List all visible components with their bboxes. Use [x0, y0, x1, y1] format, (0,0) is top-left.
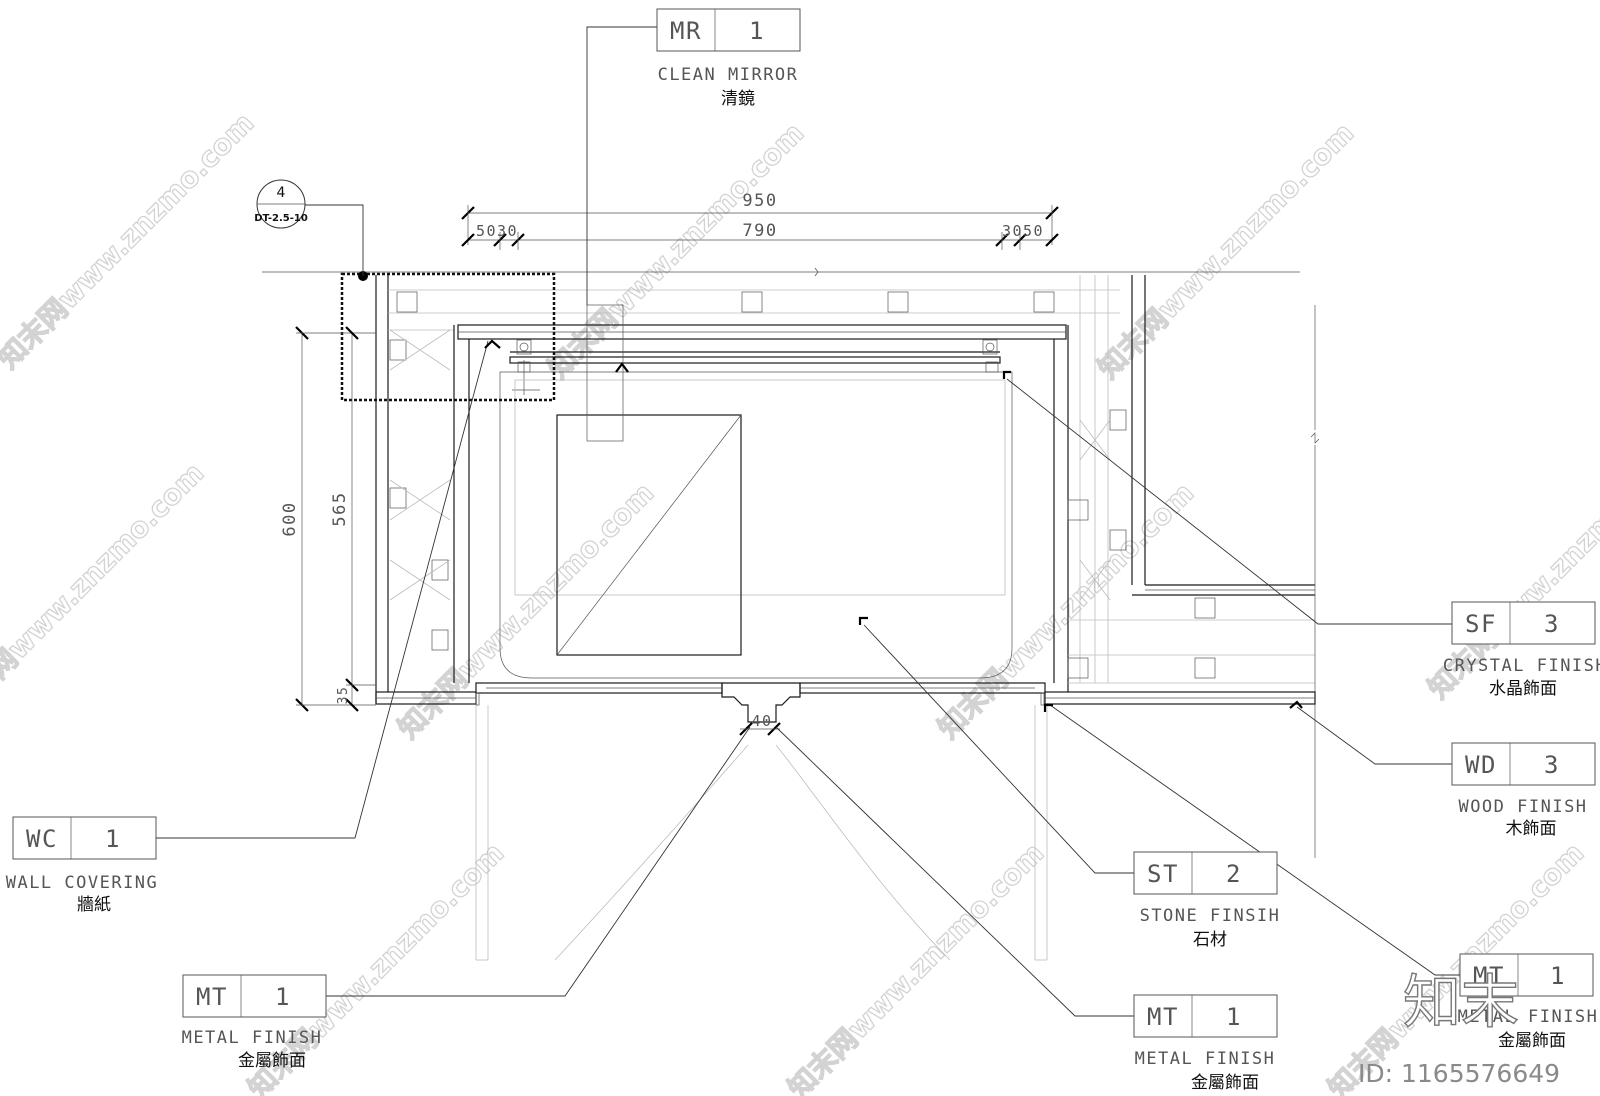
tag-code: MT — [1473, 962, 1505, 990]
watermark-text: 知末网www.znzmo.com — [782, 836, 1051, 1096]
watermark-text: 知末网www.znzmo.com — [0, 456, 210, 725]
tag-wc: WC 1 WALL COVERING 牆紙 — [6, 816, 159, 915]
tag-number: 1 — [105, 825, 121, 853]
tag-label-en: CLEAN MIRROR — [658, 65, 799, 85]
tag-code: ST — [1147, 860, 1179, 888]
tag-label-cn: 木飾面 — [1506, 819, 1557, 839]
tag-code: SF — [1465, 610, 1497, 638]
tag-label-en: CRYSTAL FINISH — [1443, 656, 1600, 676]
tile-grid — [389, 291, 1216, 679]
tag-number: 3 — [1544, 610, 1560, 638]
watermark-text: 知末网www.znzmo.com — [0, 106, 260, 375]
tag-label-cn: 金屬飾面 — [1498, 1031, 1566, 1051]
tag-label-en: METAL FINISH — [1458, 1007, 1599, 1027]
dim-left-offset: 5030 — [476, 222, 518, 240]
tag-label-cn: 石材 — [1193, 930, 1227, 950]
tag-number: 2 — [1226, 860, 1242, 888]
tag-code: MR — [670, 17, 702, 45]
tag-label-en: STONE FINSIH — [1140, 906, 1281, 926]
mirror-panel — [499, 304, 1013, 679]
dim-height-total: 600 — [280, 501, 300, 536]
dimension-left: 600 565 35 — [280, 326, 376, 712]
detail-callout: 4 DT-2.5-10 — [254, 179, 556, 402]
dim-right-offset: 3050 — [1002, 222, 1044, 240]
watermark-text: 知末网www.znzmo.com — [542, 116, 811, 385]
tag-label-en: WALL COVERING — [6, 873, 159, 893]
tag-mt-center: MT 1 METAL FINISH 金屬飾面 — [1133, 994, 1278, 1093]
dim-height-inner: 565 — [330, 491, 350, 526]
tag-st: ST 2 STONE FINSIH 石材 — [1133, 851, 1281, 950]
dimension-top: 950 5030 790 3050 — [461, 191, 1059, 250]
mirror-rail — [509, 339, 1001, 395]
watermark-text: 知末网www.znzmo.com — [392, 476, 661, 745]
dim-height-bottom: 35 — [336, 686, 351, 705]
tag-label-cn: 牆紙 — [77, 895, 111, 915]
tag-number: 1 — [275, 983, 291, 1011]
dim-overall-width: 950 — [742, 191, 777, 211]
dim-door-gap: 40 — [751, 712, 772, 730]
watermark-text: 知末网www.znzmo.com — [932, 476, 1201, 745]
leader-lines — [156, 26, 1460, 1017]
wall-lines — [262, 267, 1320, 961]
watermark-layer: 知末网www.znzmo.com 知末网www.znzmo.com 知末网www… — [0, 106, 1600, 1096]
tag-code: WC — [26, 825, 58, 853]
tag-mt-right: MT 1 METAL FINISH 金屬飾面 — [1458, 953, 1599, 1051]
tag-label-en: WOOD FINISH — [1458, 797, 1587, 817]
tag-label-cn: 水晶飾面 — [1489, 679, 1557, 699]
tag-label-en: METAL FINISH — [182, 1028, 323, 1048]
tag-code: WD — [1465, 751, 1497, 779]
tag-number: 1 — [1550, 962, 1566, 990]
tag-code: MT — [1147, 1003, 1179, 1031]
tag-label-cn: 金屬飾面 — [238, 1051, 306, 1071]
tag-label-en: METAL FINISH — [1135, 1049, 1276, 1069]
dim-inner-width: 790 — [742, 221, 777, 241]
section-number: 4 — [277, 185, 286, 201]
tag-mt-left: MT 1 METAL FINISH 金屬飾面 — [182, 974, 327, 1071]
tag-number: 1 — [1226, 1003, 1242, 1031]
tag-code: MT — [196, 983, 228, 1011]
tag-label-cn: 金屬飾面 — [1191, 1073, 1259, 1093]
tag-sf: SF 3 CRYSTAL FINISH 水晶飾面 — [1443, 601, 1600, 699]
section-reference: DT-2.5-10 — [254, 213, 308, 224]
tag-label-cn: 清鏡 — [721, 89, 755, 109]
tag-wd: WD 3 WOOD FINISH 木飾面 — [1451, 742, 1596, 839]
logo-text: 知末 — [1403, 968, 1519, 1036]
watermark-logo: 知末 ID: 1165576649 — [1358, 967, 1560, 1088]
tag-number: 1 — [749, 17, 765, 45]
tag-mr: MR 1 CLEAN MIRROR 清鏡 — [656, 8, 801, 109]
id-text: ID: 1165576649 — [1358, 1059, 1560, 1088]
tag-number: 3 — [1544, 751, 1560, 779]
dimension-door-gap: 40 — [739, 712, 781, 736]
